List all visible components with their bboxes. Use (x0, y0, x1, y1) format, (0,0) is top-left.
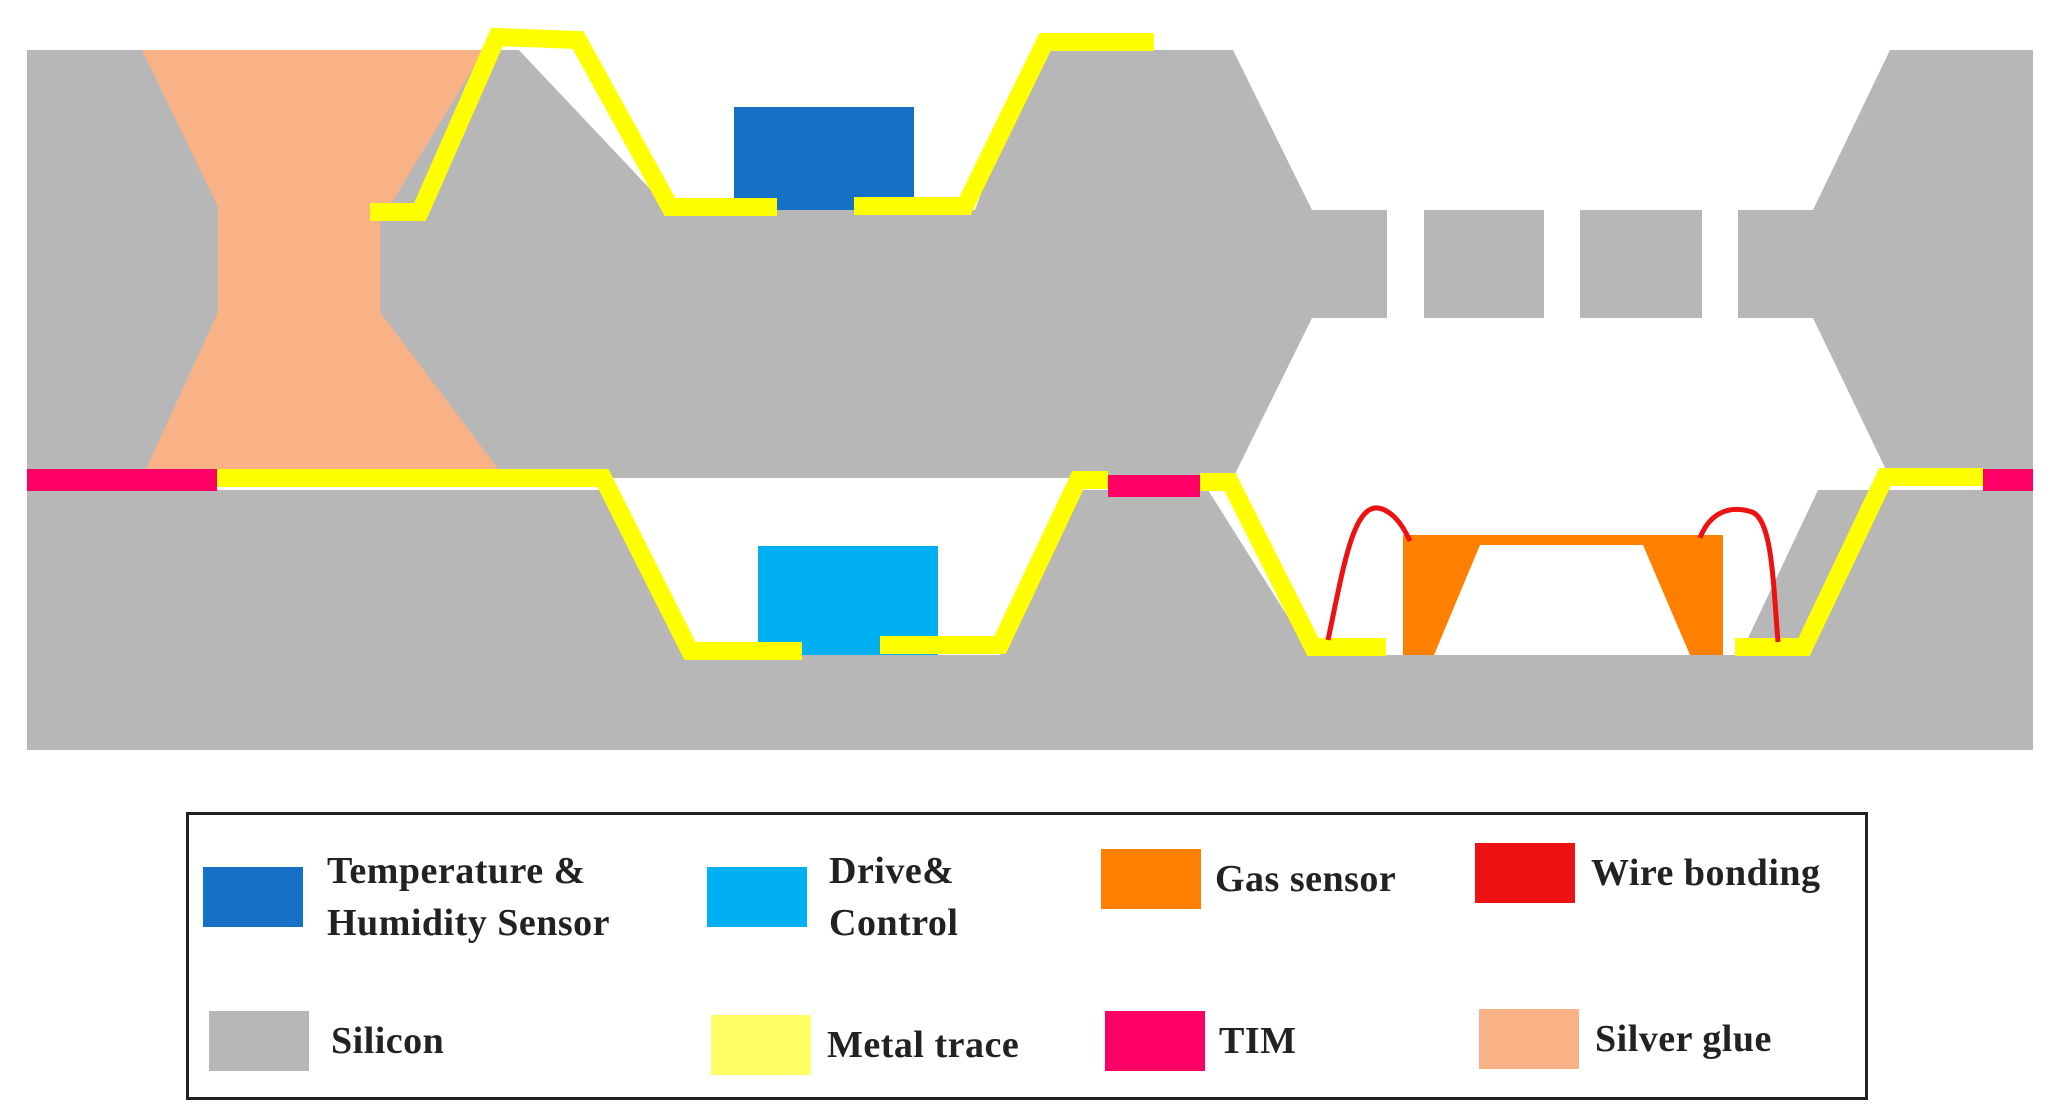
legend-swatch-tim (1105, 1011, 1205, 1071)
metal-trace-upper-left (370, 27, 777, 221)
legend-item-silver-glue: Silver glue (1479, 1009, 1772, 1069)
legend-item-temperature-humidity: Temperature & Humidity Sensor (203, 845, 610, 949)
metal-trace-lower-right-b (1735, 468, 1983, 656)
legend-label-temperature-humidity: Temperature & Humidity Sensor (327, 850, 611, 944)
wire-bond-right (1697, 506, 1781, 643)
legend-swatch-metal-trace (711, 1015, 811, 1075)
legend-item-wire-bonding: Wire bonding (1475, 843, 1821, 903)
metal-trace-lower-middle (880, 471, 1108, 654)
legend-item-drive-control: Drive& Control (707, 845, 958, 949)
silicon-bridge-piece-3 (1580, 210, 1702, 318)
legend-item-metal-trace: Metal trace (711, 1015, 1019, 1075)
metal-trace-upper-right (854, 33, 1154, 215)
legend-swatch-silver-glue (1479, 1009, 1579, 1069)
legend: Temperature & Humidity Sensor Drive& Con… (186, 812, 1868, 1100)
silicon-bridge-piece-2 (1424, 210, 1544, 318)
silicon-bridge-piece-4 (1738, 210, 1813, 318)
legend-label-gas-sensor: Gas sensor (1215, 858, 1397, 900)
legend-swatch-gas-sensor (1101, 849, 1201, 909)
gas-sensor-cavity (1434, 545, 1690, 655)
legend-swatch-temperature-humidity (203, 867, 303, 927)
tim-left (27, 469, 217, 491)
legend-swatch-drive-control (707, 867, 807, 927)
legend-label-silicon: Silicon (331, 1020, 445, 1062)
legend-label-drive-control: Drive& Control (829, 850, 959, 944)
tim-right (1983, 469, 2033, 491)
legend-item-tim: TIM (1105, 1011, 1297, 1071)
tim-center (1108, 475, 1200, 497)
upper-silicon-right-block (1813, 50, 2033, 478)
legend-label-metal-trace: Metal trace (827, 1024, 1020, 1066)
legend-label-wire-bonding: Wire bonding (1591, 852, 1821, 894)
legend-label-tim: TIM (1219, 1020, 1297, 1062)
legend-item-silicon: Silicon (209, 1011, 444, 1071)
silver-glue-via (142, 50, 505, 478)
temperature-humidity-sensor (734, 107, 914, 210)
legend-label-silver-glue: Silver glue (1595, 1018, 1772, 1060)
lower-silicon-substrate (27, 490, 2033, 750)
metal-trace-lower-left (217, 469, 802, 660)
wire-bond-left (1325, 505, 1413, 641)
silicon-bridge-piece-1 (1312, 210, 1387, 318)
metal-trace-lower-right-a (1200, 473, 1386, 656)
legend-item-gas-sensor: Gas sensor (1101, 849, 1396, 909)
legend-swatch-wire-bonding (1475, 843, 1575, 903)
legend-swatch-silicon (209, 1011, 309, 1071)
